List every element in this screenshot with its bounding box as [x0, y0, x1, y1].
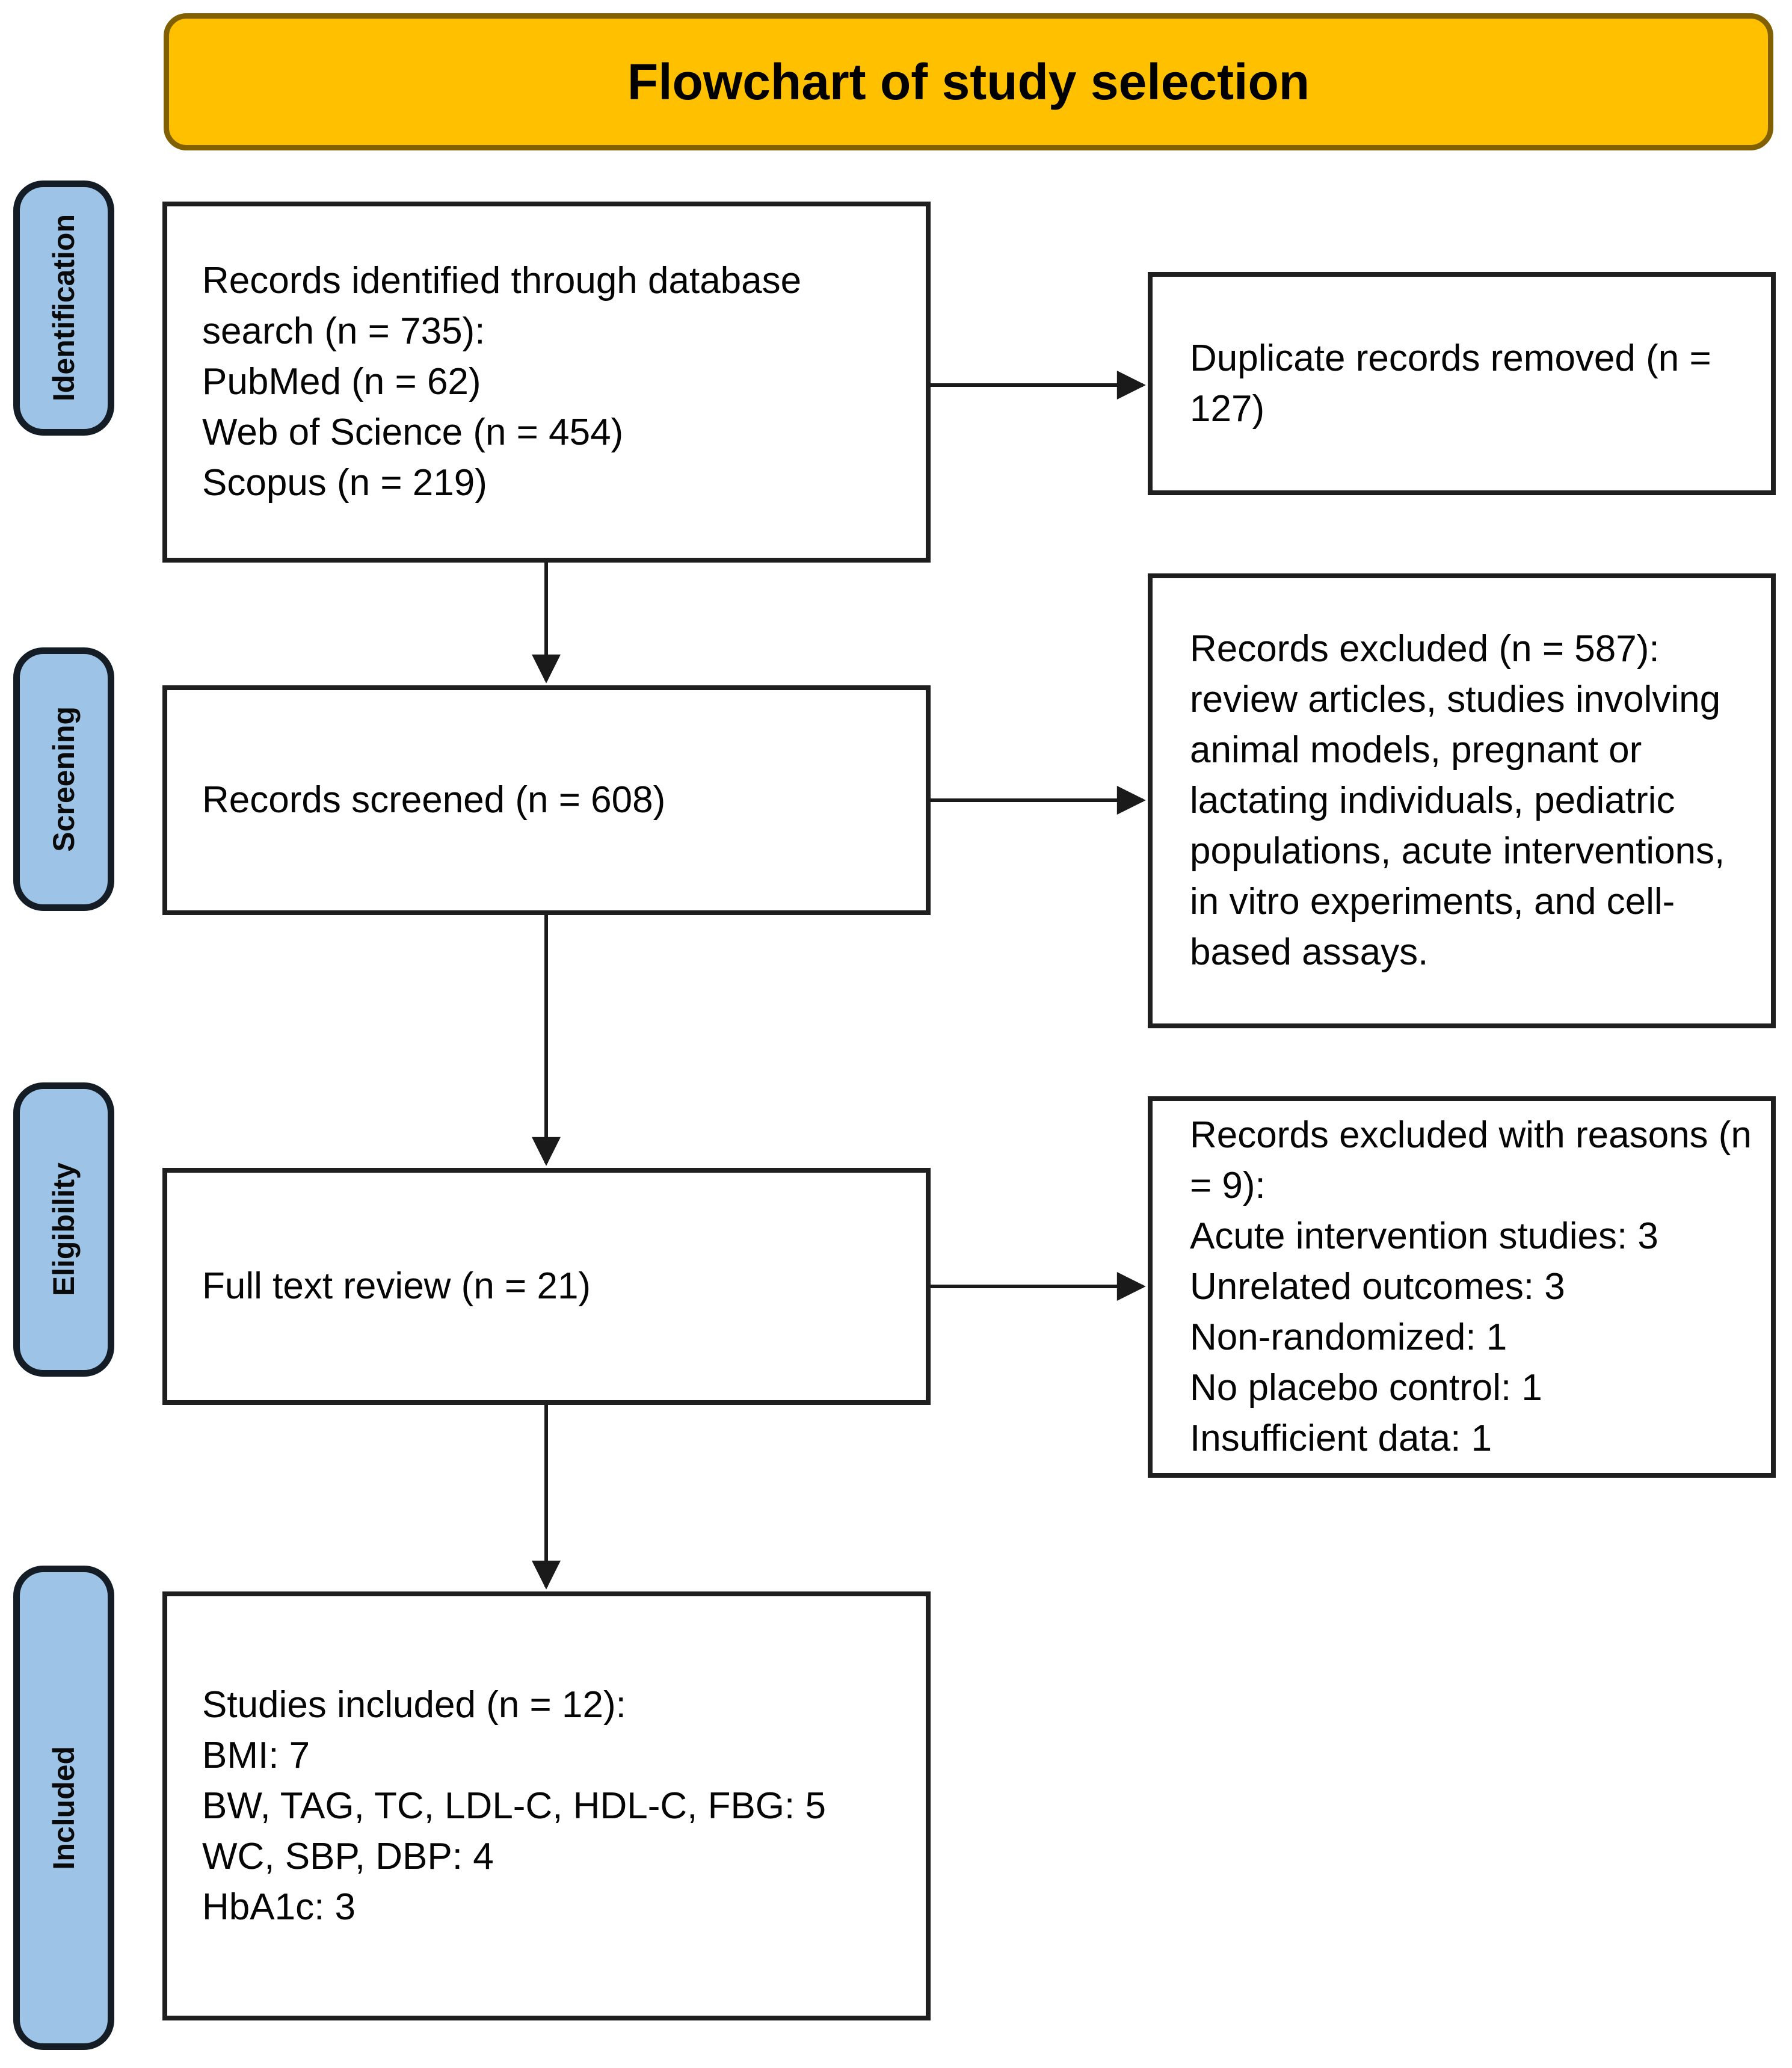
- box-text-line: Records screened (n = 608): [202, 779, 666, 821]
- stage-label-identification: Identification: [13, 181, 114, 436]
- box-studies-included: Studies included (n = 12): BMI: 7 BW, TA…: [162, 1591, 931, 2020]
- box-excluded-with-reasons: Records excluded with reasons (n = 9): A…: [1148, 1096, 1776, 1478]
- stage-label-text: Eligibility: [47, 1162, 81, 1297]
- stage-label-text: Included: [47, 1745, 81, 1870]
- box-text-line: Scopus (n = 219): [202, 462, 487, 504]
- box-text-line: Insufficient data: 1: [1190, 1418, 1492, 1459]
- box-text-line: PubMed (n = 62): [202, 361, 481, 403]
- box-text-line: BW, TAG, TC, LDL-C, HDL-C, FBG: 5: [202, 1785, 826, 1827]
- box-text-line: Unrelated outcomes: 3: [1190, 1266, 1565, 1307]
- stage-label-included: Included: [13, 1566, 114, 2050]
- box-records-screened: Records screened (n = 608): [162, 685, 931, 915]
- box-text-line: Studies included (n = 12):: [202, 1684, 626, 1726]
- box-text-line: Records excluded with reasons (n = 9):: [1190, 1114, 1752, 1206]
- page-title: Flowchart of study selection: [627, 53, 1310, 110]
- box-text-line: Records identified through database sear…: [202, 260, 802, 352]
- box-text-line: BMI: 7: [202, 1734, 310, 1776]
- box-text-line: Non-randomized: 1: [1190, 1316, 1507, 1358]
- box-duplicates-removed: Duplicate records removed (n = 127): [1148, 272, 1776, 495]
- box-text-line: HbA1c: 3: [202, 1886, 356, 1928]
- box-text-line: Acute intervention studies: 3: [1190, 1215, 1658, 1257]
- stage-label-screening: Screening: [13, 647, 114, 911]
- box-text-line: WC, SBP, DBP: 4: [202, 1835, 494, 1877]
- stage-label-eligibility: Eligibility: [13, 1082, 114, 1377]
- box-text-line: Records excluded (n = 587): review artic…: [1190, 628, 1725, 973]
- title-banner: Flowchart of study selection: [164, 13, 1773, 150]
- box-text-line: No placebo control: 1: [1190, 1367, 1542, 1409]
- box-text-line: Duplicate records removed (n = 127): [1190, 337, 1711, 430]
- box-records-excluded: Records excluded (n = 587): review artic…: [1148, 573, 1776, 1028]
- box-full-text-review: Full text review (n = 21): [162, 1168, 931, 1405]
- box-records-identified: Records identified through database sear…: [162, 202, 931, 563]
- stage-label-text: Identification: [47, 214, 81, 402]
- stage-label-text: Screening: [47, 706, 81, 852]
- box-text-line: Full text review (n = 21): [202, 1265, 591, 1307]
- box-text-line: Web of Science (n = 454): [202, 412, 624, 453]
